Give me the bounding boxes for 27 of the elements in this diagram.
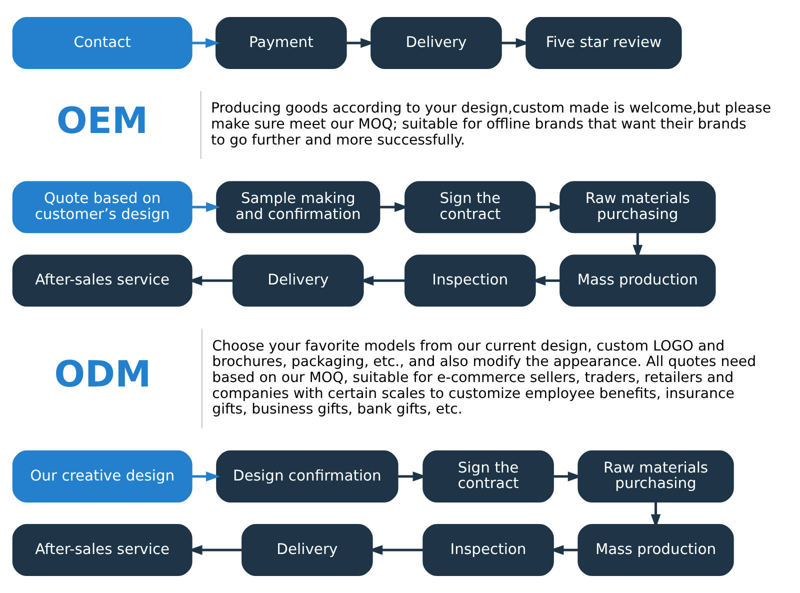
- label: Choose your favorite models from our current design, custom LOGO and brochures, packaging, etc., and also modify the appearance. All quotes need based on our MOQ, suitable for e-commerce sellers, traders, retailers and companies with certain scales to customize employee benefits, insurance gifts, business gifts, bank gifts, etc.: [212, 338, 756, 418]
- node-box: Payment: [216, 16, 347, 70]
- node-box: Inspection: [404, 254, 536, 307]
- node-box: Delivery: [370, 16, 502, 70]
- node-box: Our creative design: [12, 450, 192, 502]
- node-box: Contact: [12, 16, 192, 70]
- node-box: Mass production: [560, 254, 716, 307]
- node-box: Inspection: [422, 524, 554, 576]
- label: Producing goods according to your design,custom made is welcome,but please make sure meet our MOQ; suitable for offline brands that want their brands to go further and more successfully.: [211, 100, 772, 148]
- node-box: Sign the contract: [422, 450, 554, 502]
- node-box: Delivery: [242, 524, 373, 576]
- node-box: Quote based on customer’s design: [12, 181, 192, 234]
- node-box: Mass production: [578, 524, 734, 576]
- node-box: Design confirmation: [216, 450, 398, 502]
- node-box: Delivery: [232, 254, 364, 307]
- node-box: Sample making and confirmation: [216, 181, 380, 234]
- node-box: After-sales service: [12, 524, 192, 576]
- node-box: Raw materials purchasing: [560, 181, 716, 234]
- node-box: After-sales service: [12, 254, 192, 307]
- label: ODM: [54, 352, 152, 396]
- node-box: Sign the contract: [404, 181, 536, 234]
- node-box: Raw materials purchasing: [578, 450, 734, 502]
- arrow: [192, 472, 220, 482]
- label: OEM: [56, 99, 148, 142]
- arrow: [192, 202, 220, 212]
- node-box: Five star review: [526, 16, 682, 70]
- arrow: [192, 38, 220, 48]
